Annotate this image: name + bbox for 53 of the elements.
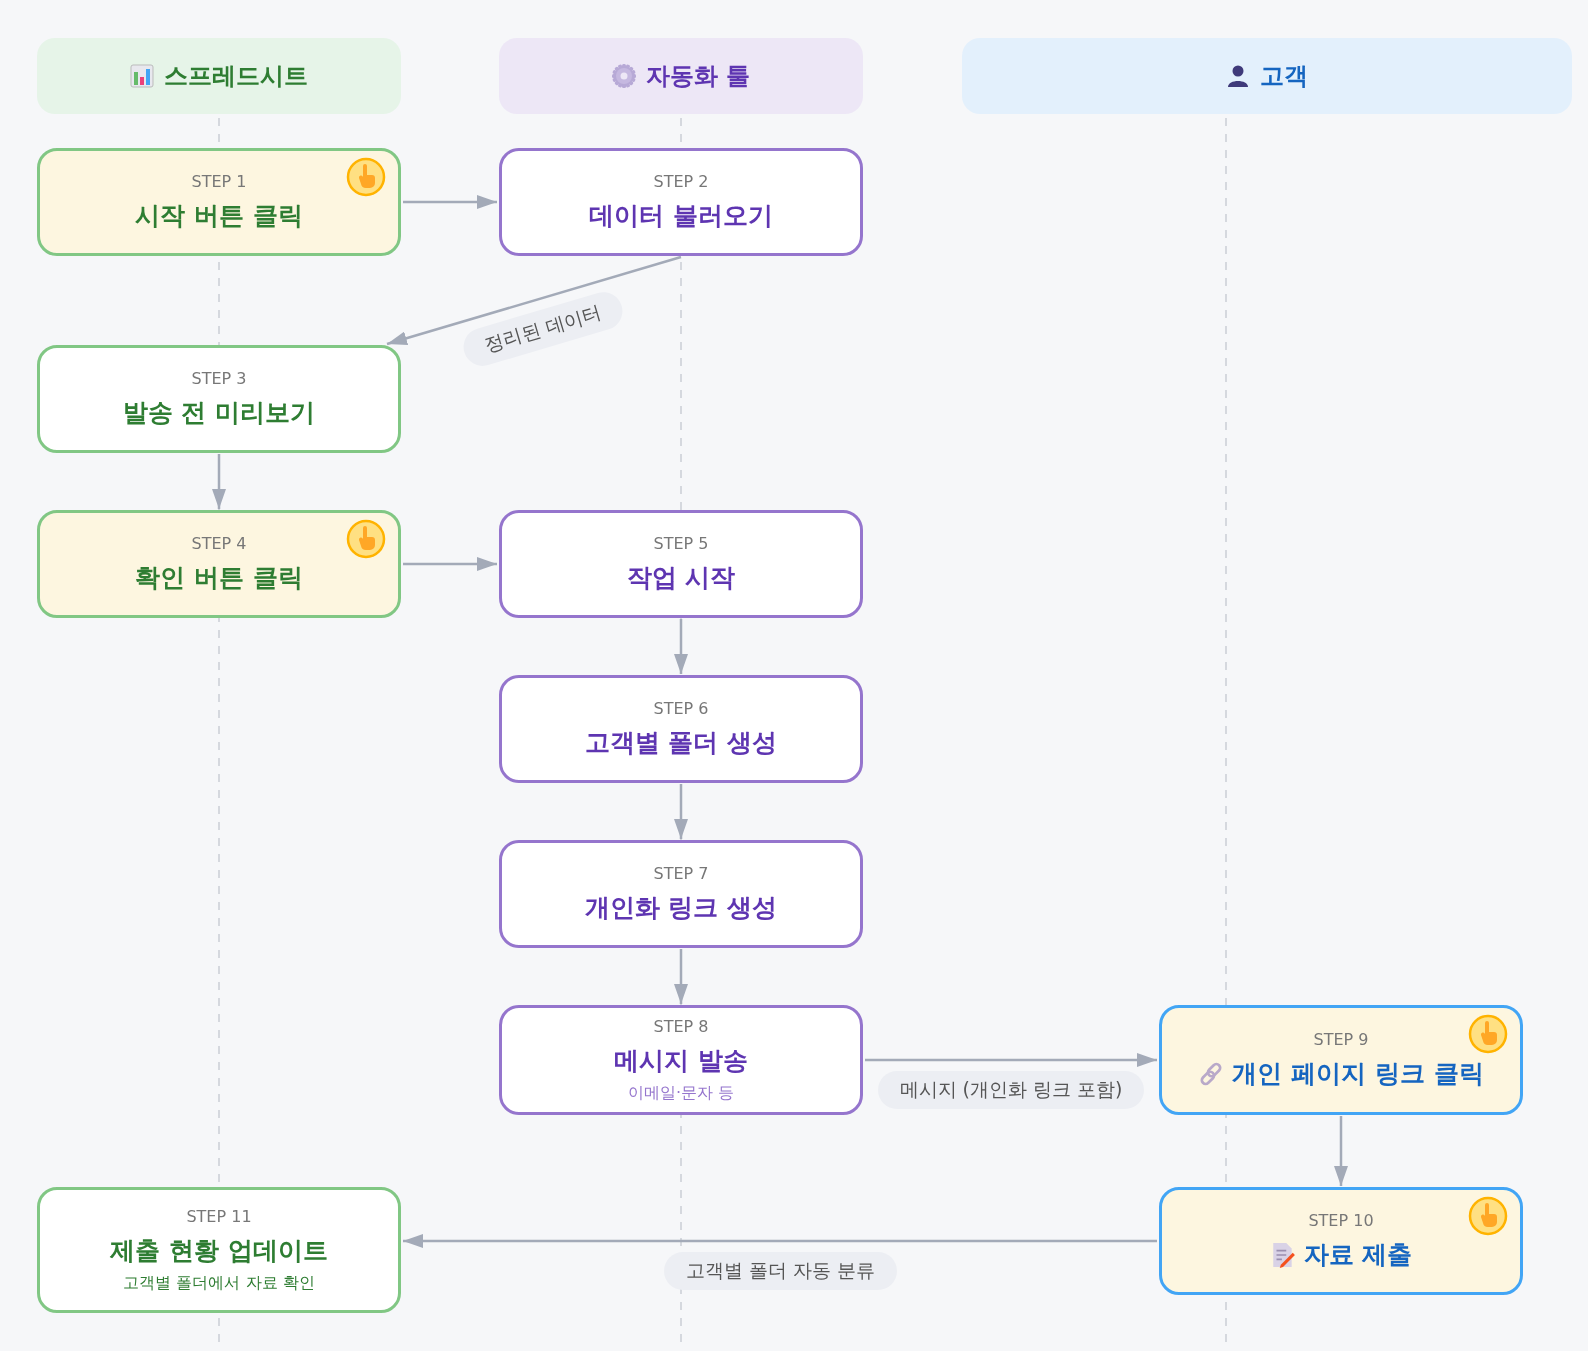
step-title: 시작 버튼 클릭 [135, 200, 303, 232]
step-title: 개인화 링크 생성 [584, 892, 778, 924]
step-note: 이메일·문자 등 [627, 1082, 735, 1104]
step-number: STEP 6 [653, 699, 709, 718]
step-title: 데이터 불러오기 [589, 200, 773, 232]
user-action-box [1159, 1187, 1523, 1295]
step-title: 발송 전 미리보기 [122, 397, 316, 429]
step-number: STEP 5 [653, 534, 709, 553]
step-title: 제출 현황 업데이트 [110, 1234, 328, 1267]
process-box [499, 840, 863, 948]
step-title: 자료 제출 [1303, 1239, 1413, 1271]
step-title: 개인 페이지 링크 클릭 [1232, 1058, 1484, 1090]
step-number: STEP 9 [1313, 1030, 1369, 1049]
step-number: STEP 4 [191, 534, 247, 553]
step-number: STEP 7 [653, 864, 709, 883]
lane-header [37, 38, 401, 114]
step-number: STEP 2 [653, 172, 709, 191]
process-box [499, 148, 863, 256]
arrow [403, 195, 497, 209]
step-title: 고객별 폴더 생성 [584, 727, 778, 759]
edge-label: 메시지 (개인화 링크 포함) [877, 1071, 1145, 1109]
user-action-box [1159, 1005, 1523, 1115]
process-box [499, 510, 863, 618]
process-box [37, 345, 401, 453]
step-number: STEP 1 [191, 172, 247, 191]
lane-header [499, 38, 863, 114]
step-number: STEP 10 [1308, 1211, 1374, 1230]
step-number: STEP 8 [653, 1016, 709, 1036]
arrow [674, 784, 688, 839]
lane-title: 자동화 툴 [645, 61, 751, 92]
edge-label: 고객별 폴더 자동 분류 [663, 1252, 897, 1290]
process-box [37, 1187, 401, 1313]
process-box [499, 675, 863, 783]
step-number: STEP 3 [191, 369, 247, 388]
arrow [865, 1053, 1157, 1067]
arrow [212, 454, 226, 509]
arrow [674, 619, 688, 674]
lane-title: 스프레드시트 [164, 61, 308, 92]
lane-header [962, 38, 1572, 114]
step-number: STEP 11 [186, 1206, 252, 1226]
step-note: 고객별 폴더에서 자료 확인 [123, 1272, 315, 1294]
arrow [1334, 1116, 1348, 1186]
arrow [403, 557, 497, 571]
step-title: 확인 버튼 클릭 [135, 562, 303, 594]
step-title: 작업 시작 [626, 562, 736, 594]
lane-title: 고객 [1260, 61, 1308, 92]
arrow [403, 1234, 1157, 1248]
arrow [674, 949, 688, 1004]
user-action-box [37, 148, 401, 256]
step-title: 메시지 발송 [614, 1044, 748, 1077]
process-box [499, 1005, 863, 1115]
arrow [386, 255, 682, 346]
user-action-box [37, 510, 401, 618]
